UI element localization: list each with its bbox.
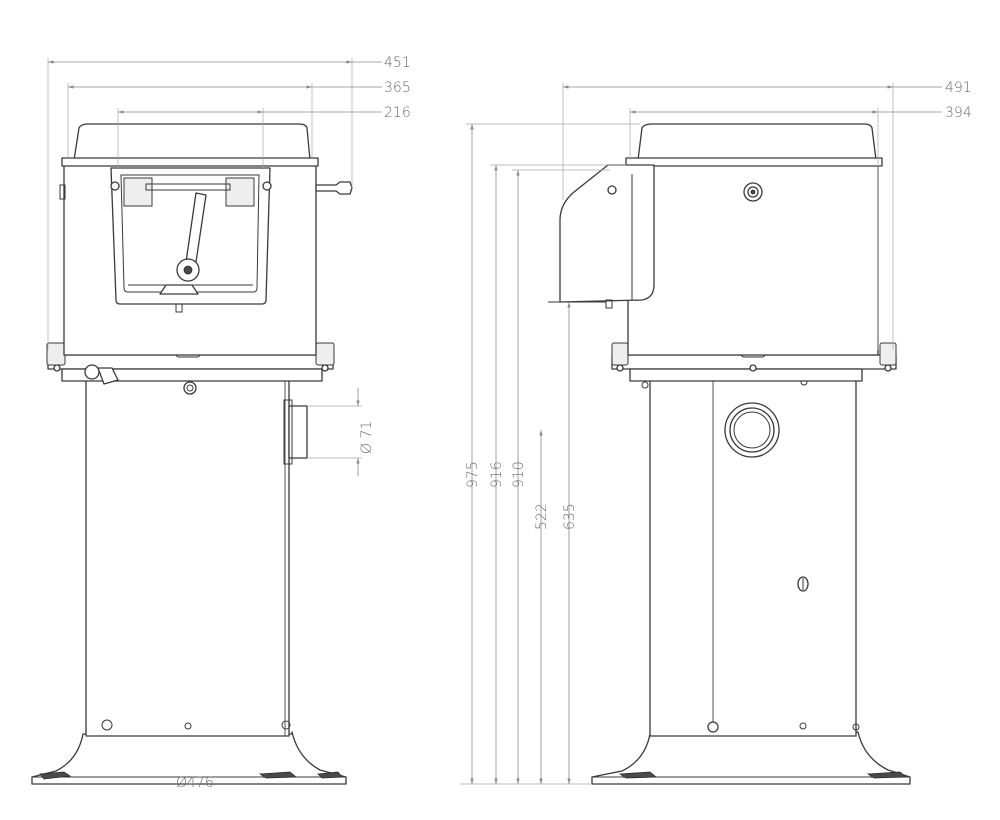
front-lid: [61, 123, 319, 167]
dim-window-width: 216: [384, 105, 411, 121]
dim-base-diameter: Ø476: [176, 775, 214, 791]
side-base-foot: [591, 731, 911, 785]
dim-outlet-diameter: Ø 71: [359, 421, 375, 454]
side-view: 491 394 975 916 910 522 635: [460, 80, 972, 785]
front-outlet-dimension: [307, 388, 362, 476]
front-column: [85, 379, 291, 737]
front-view: 451 365 216 Ø 71 Ø476: [31, 55, 411, 791]
front-top-dimensions: [47, 58, 382, 350]
side-top-dimensions: [562, 83, 942, 350]
side-hopper-body: [627, 164, 879, 356]
front-base-foot: [31, 731, 347, 785]
front-outlet-stub: [283, 399, 308, 465]
dim-lid-width: 365: [384, 80, 411, 96]
front-inspection-window: [110, 167, 272, 313]
dim-overall-depth: 491: [945, 80, 972, 96]
side-lid: [625, 123, 883, 167]
dim-overall-width: 451: [384, 55, 411, 71]
dim-height-chute: 635: [562, 503, 578, 530]
dim-height-outlet: 522: [534, 503, 550, 530]
front-flange: [46, 340, 335, 395]
dim-height-flange: 910: [511, 461, 527, 488]
side-feed-chute: [548, 164, 655, 309]
side-column: [641, 378, 860, 737]
side-flange: [611, 340, 897, 382]
side-vertical-dimensions: [460, 123, 640, 785]
dim-height-total: 975: [465, 461, 481, 488]
dim-lid-depth: 394: [945, 105, 972, 121]
dim-height-body-top: 916: [489, 461, 505, 488]
